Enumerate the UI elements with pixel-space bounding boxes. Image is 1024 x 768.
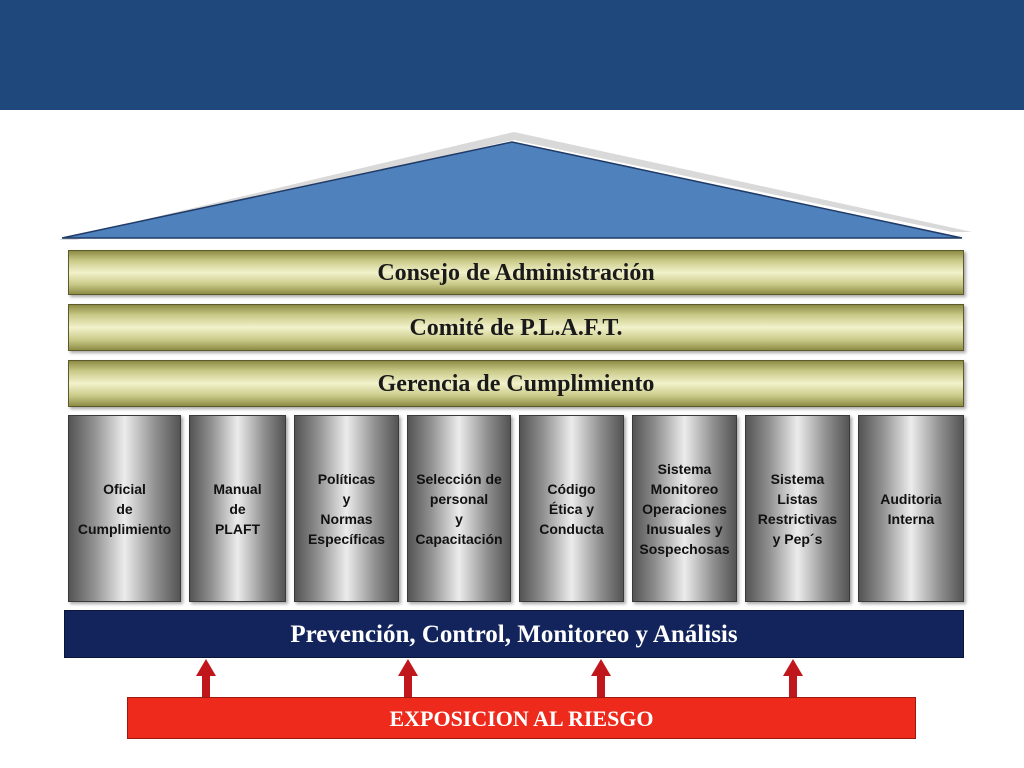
pillar-manual: Manual de PLAFT (189, 415, 286, 602)
header-band (0, 0, 1024, 110)
pillar-auditoria: Auditoria Interna (858, 415, 964, 602)
pillar-politicas: Políticas y Normas Específicas (294, 415, 399, 602)
pillar-codigo: Código Ética y Conducta (519, 415, 624, 602)
arrow-up-icon (196, 659, 216, 698)
pillar-label: Manual de PLAFT (213, 480, 262, 537)
pillar-label: Selección de personal y Capacitación (415, 470, 503, 547)
pillar-label: Sistema Monitoreo Operaciones Inusuales … (639, 460, 730, 557)
risk-exposicion: EXPOSICION AL RIESGO (127, 697, 916, 739)
tier-comite: Comité de P.L.A.F.T. (68, 304, 964, 351)
arrows (196, 659, 803, 698)
pillar-label: Oficial de Cumplimiento (77, 480, 172, 537)
tier-gerencia: Gerencia de Cumplimiento (68, 360, 964, 407)
base-prevencion: Prevención, Control, Monitoreo y Análisi… (64, 610, 964, 658)
pillar-seleccion: Selección de personal y Capacitación (407, 415, 511, 602)
arrow-up-icon (398, 659, 418, 698)
pillar-label: Sistema Listas Restrictivas y Pep´s (757, 470, 838, 547)
tier-consejo: Consejo de Administración (68, 250, 964, 295)
pillar-label: Código Ética y Conducta (539, 480, 604, 537)
roof-triangle (61, 141, 963, 239)
arrow-up-icon (783, 659, 803, 698)
arrow-up-icon (591, 659, 611, 698)
pillar-label: Políticas y Normas Específicas (307, 470, 386, 547)
pillar-label: Auditoria Interna (880, 490, 942, 527)
pillar-sistema-listas: Sistema Listas Restrictivas y Pep´s (745, 415, 850, 602)
pillar-oficial: Oficial de Cumplimiento (68, 415, 181, 602)
pillar-sistema-monitoreo: Sistema Monitoreo Operaciones Inusuales … (632, 415, 737, 602)
roof-pediment (58, 132, 972, 240)
